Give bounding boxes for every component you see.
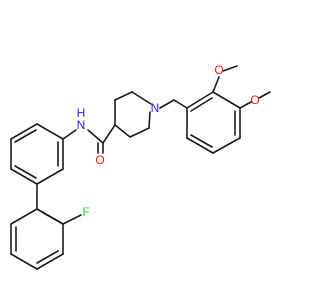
atom-labels: N H O N O O F <box>77 63 260 219</box>
bond <box>102 124 116 144</box>
bond <box>159 99 175 109</box>
bond <box>186 137 214 154</box>
bond <box>114 124 131 138</box>
bond <box>87 129 104 144</box>
bond <box>212 137 241 154</box>
fluorine-label: F <box>82 205 89 219</box>
bond <box>36 168 64 185</box>
bond <box>114 91 133 101</box>
amide-nitrogen-label: N <box>77 118 86 132</box>
bonds <box>10 65 271 270</box>
bond <box>212 91 241 109</box>
bond <box>10 208 38 225</box>
bond <box>62 129 77 140</box>
bond <box>62 214 82 225</box>
molecule-canvas: N H O N O O F <box>10 63 271 270</box>
bond <box>190 134 213 148</box>
bond <box>190 97 213 112</box>
bond <box>36 123 64 140</box>
bond <box>36 253 64 270</box>
bond <box>212 76 220 93</box>
bond <box>186 91 214 109</box>
methoxy-oxygen-label-right: O <box>250 93 259 107</box>
bond <box>258 91 271 99</box>
bond <box>14 129 37 143</box>
piperidine-nitrogen-label: N <box>151 101 160 115</box>
bond <box>148 111 151 129</box>
structure-diagram: N H O N O O F <box>10 63 271 270</box>
amide-hydrogen-label: H <box>77 106 86 120</box>
bond <box>239 101 252 109</box>
bond <box>131 91 152 105</box>
bond <box>222 65 238 72</box>
bond <box>14 165 37 179</box>
bond <box>10 168 38 185</box>
bond <box>10 253 38 270</box>
bond <box>10 123 38 140</box>
methoxy-oxygen-label-top: O <box>214 63 223 77</box>
bond <box>41 211 64 225</box>
bond <box>36 250 59 264</box>
bond <box>173 99 188 109</box>
carbonyl-oxygen-label: O <box>95 153 104 167</box>
bond <box>129 127 150 138</box>
